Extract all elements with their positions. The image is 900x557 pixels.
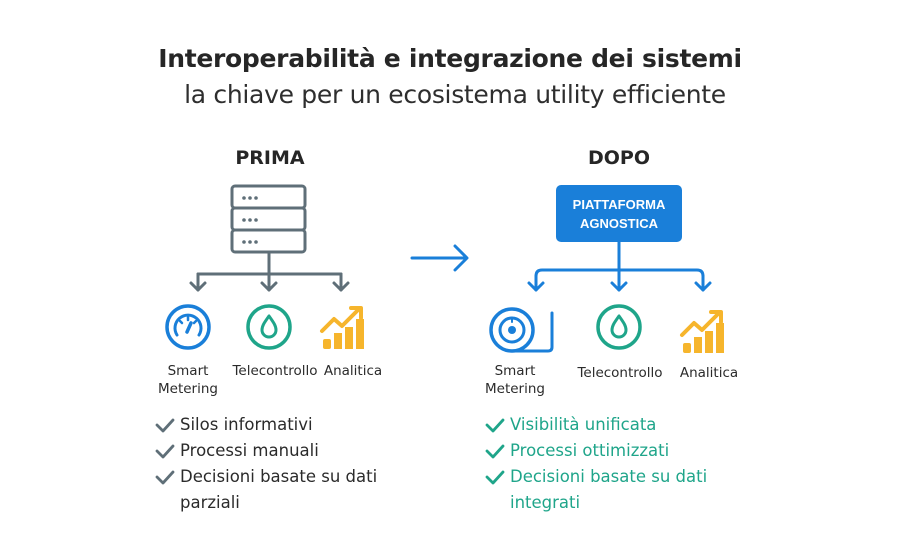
after-heading: DOPO [587,147,650,169]
water-drop-icon [246,304,292,350]
label-line: Telecontrollo [232,363,318,379]
smart-meter-icon [489,307,554,353]
after-module-smart-metering: Smart Metering [475,362,555,398]
label-line: Smart [494,363,536,379]
before-module-telecontrollo: Telecontrollo [225,362,325,380]
list-item: Processi manuali [154,438,424,464]
growth-chart-icon [320,306,364,349]
text-line: Decisioni basate su dati [510,467,708,486]
after-module-analitica: Analitica [672,364,746,382]
text-line: Decisioni basate su dati [180,467,378,486]
label-line: Telecontrollo [577,365,663,381]
speedometer-icon [165,304,211,350]
list-item-text: Decisioni basate su dati integrati [510,464,707,516]
page-title: Interoperabilità e integrazione dei sist… [158,44,742,73]
list-item: Silos informativi [154,412,424,438]
water-drop-icon [596,304,642,350]
list-item: Decisioni basate su dati parziali [154,464,424,516]
check-icon [485,418,505,433]
before-heading: PRIMA [235,147,305,169]
text-line: integrati [510,493,581,512]
check-icon [485,470,505,485]
list-item-text: Processi ottimizzati [510,441,670,460]
platform-line: AGNOSTICA [580,215,658,231]
list-item-text: Decisioni basate su dati parziali [180,464,377,516]
list-item-text: Processi manuali [180,441,319,460]
list-item-text: Silos informativi [180,415,313,434]
after-points-list: Visibilità unificata Processi ottimizzat… [484,412,764,516]
check-icon [155,444,175,459]
platform-line: PIATTAFORMA [572,196,666,212]
check-icon [485,444,505,459]
before-module-analitica: Analitica [318,362,388,380]
after-module-telecontrollo: Telecontrollo [570,364,670,382]
list-item: Processi ottimizzati [484,438,764,464]
label-line: Analitica [679,365,739,381]
list-item: Decisioni basate su dati integrati [484,464,764,516]
label-line: Metering [485,381,545,397]
list-item-text: Visibilità unificata [510,415,657,434]
label-line: Metering [158,381,218,397]
page-subtitle: la chiave per un ecosistema utility effi… [184,80,726,109]
check-icon [155,418,175,433]
label-line: Smart [167,363,209,379]
check-icon [155,470,175,485]
list-item: Visibilità unificata [484,412,764,438]
before-module-smart-metering: Smart Metering [148,362,228,398]
text-line: parziali [180,493,240,512]
growth-chart-icon [680,310,724,353]
agnostic-platform-box: PIATTAFORMA AGNOSTICA [556,185,682,242]
before-points-list: Silos informativi Processi manuali Decis… [154,412,424,516]
arrow-right-icon [410,244,469,272]
label-line: Analitica [323,363,383,379]
